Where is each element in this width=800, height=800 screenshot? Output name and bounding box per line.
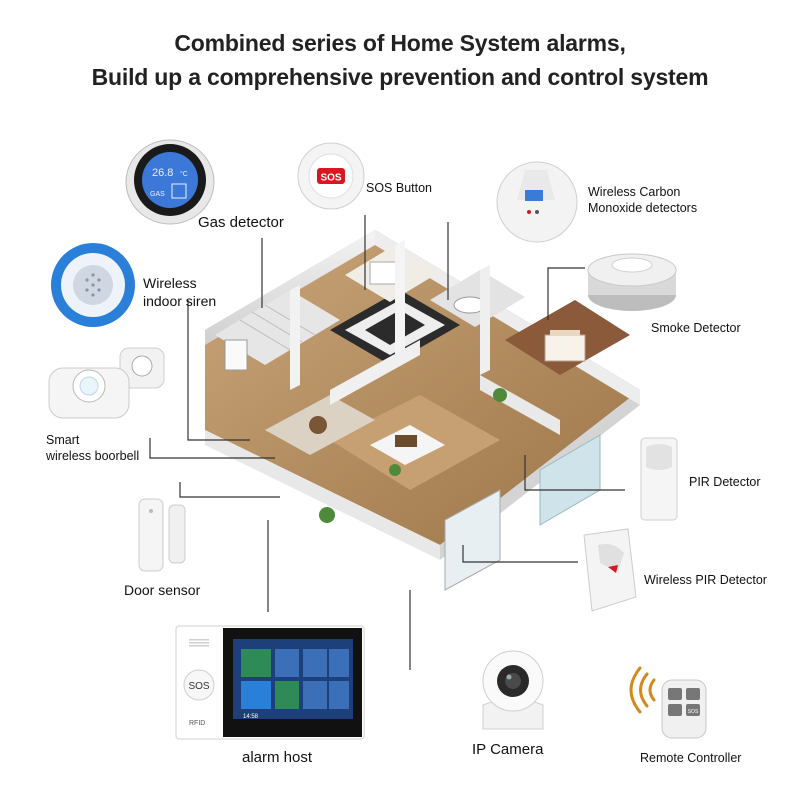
- siren-device: [51, 243, 135, 327]
- door-sensor-device: [138, 498, 186, 572]
- alarm-host-rfid: RFID: [189, 720, 205, 727]
- smoke-detector-device: [587, 253, 677, 311]
- sos-button-label: SOS Button: [366, 181, 433, 195]
- gas-display-bottom: GAS: [150, 191, 165, 198]
- door-sensor-label: Door sensor: [124, 582, 201, 598]
- leader-lines: [149, 215, 625, 670]
- pir-detector-label: PIR Detector: [689, 475, 761, 489]
- smoke-detector-label: Smoke Detector: [651, 321, 741, 335]
- remote-sos-key: SOS: [688, 709, 699, 715]
- wireless-pir-device: [583, 528, 637, 612]
- co-detector-label-2: Monoxide detectors: [588, 201, 698, 215]
- ip-camera-device: [482, 650, 544, 730]
- alarm-host-device: 14:58 SOS RFID: [175, 625, 365, 740]
- alarm-host-screen-time: 14:58: [243, 714, 259, 720]
- gas-detector-device: 26.8 °C GAS: [125, 139, 215, 225]
- alarm-host-label: alarm host: [242, 749, 313, 766]
- gas-display-unit: °C: [180, 170, 188, 178]
- gas-detector-label: Gas detector: [198, 214, 284, 231]
- co-detector-label-1: Wireless Carbon: [588, 185, 681, 199]
- co-detector-device: [496, 161, 578, 243]
- alarm-host-sos: SOS: [188, 681, 209, 692]
- gas-display-top: 26.8: [152, 167, 173, 179]
- pir-detector-device: [640, 437, 678, 521]
- doorbell-device: [48, 347, 165, 419]
- siren-label-2: indoor siren: [143, 293, 217, 309]
- remote-controller-device: SOS: [629, 666, 707, 739]
- remote-controller-label: Remote Controller: [640, 751, 742, 765]
- sos-button-text: SOS: [320, 173, 341, 184]
- wireless-pir-label: Wireless PIR Detector: [644, 573, 767, 587]
- house-slab-edge: [205, 430, 440, 560]
- doorbell-label-2: wireless boorbell: [46, 449, 140, 463]
- siren-label-1: Wireless: [143, 275, 197, 291]
- ip-camera-label: IP Camera: [472, 741, 544, 758]
- sos-button-device: SOS: [297, 142, 365, 210]
- headline-line-2: Build up a comprehensive prevention and …: [91, 64, 709, 90]
- doorbell-label-1: Smart: [46, 433, 80, 447]
- headline-line-1: Combined series of Home System alarms,: [174, 30, 626, 56]
